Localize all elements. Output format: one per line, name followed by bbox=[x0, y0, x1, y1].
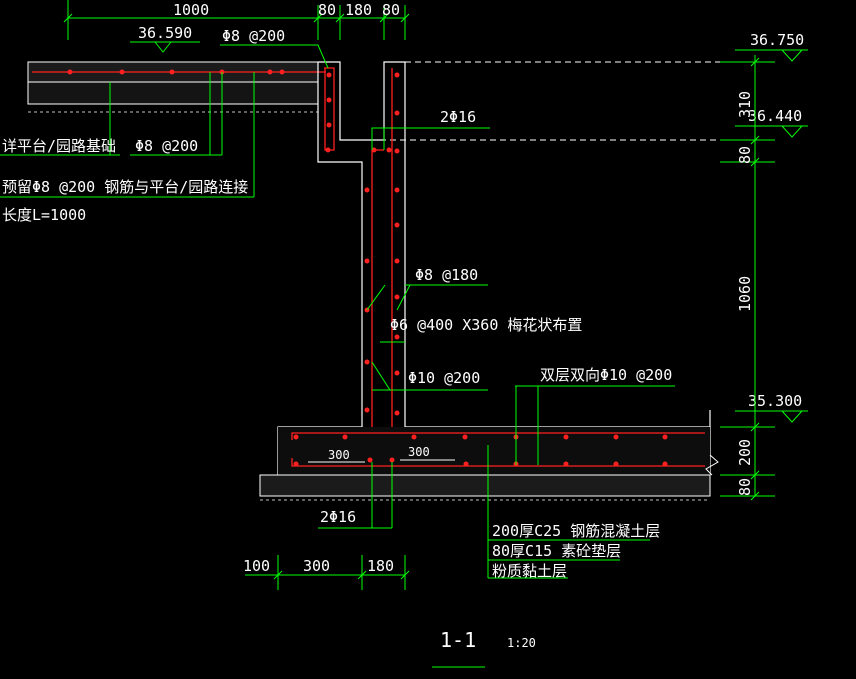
label-2phi16-top: 2Φ16 bbox=[440, 108, 476, 126]
elevation-36440: 36.440 bbox=[735, 107, 808, 138]
blinding-layer bbox=[259, 474, 711, 501]
label-layer-1: 200厚C25 钢筋混凝土层 bbox=[492, 522, 660, 540]
dim-top-180: 180 bbox=[345, 1, 372, 19]
dim-top-1000: 1000 bbox=[173, 1, 209, 19]
elevation-35300: 35.300 bbox=[735, 392, 808, 423]
dim-top-80b: 80 bbox=[382, 1, 400, 19]
label-tie-bars: Φ6 @400 X360 梅花状布置 bbox=[390, 316, 582, 334]
bottom-annotations: 2Φ16 200厚C25 钢筋混凝土层 80厚C15 素砼垫层 粉质黏土层 bbox=[318, 445, 660, 580]
wall-annotations: 2Φ16 Φ8 @180 Φ6 @400 X360 梅花状布置 Φ10 @200… bbox=[366, 108, 675, 465]
elevation-36750: 36.750 bbox=[735, 31, 808, 62]
label-detail-platform: 详平台/园路基础 bbox=[2, 137, 116, 155]
lap-length-right: 300 bbox=[408, 445, 430, 459]
label-phi10-200: Φ10 @200 bbox=[408, 369, 480, 387]
section-scale: 1:20 bbox=[507, 636, 536, 650]
elevation-label-35300: 35.300 bbox=[748, 392, 802, 410]
label-phi8-200: Φ8 @200 bbox=[135, 137, 198, 155]
base-slab: 300 300 bbox=[278, 427, 719, 476]
elevation-label-36590: 36.590 bbox=[138, 24, 192, 42]
dim-bottom-180: 180 bbox=[367, 557, 394, 575]
label-layer-2: 80厚C15 素砼垫层 bbox=[492, 542, 621, 560]
label-length: 长度L=1000 bbox=[2, 206, 86, 224]
right-dimension: 310 80 1060 200 80 bbox=[720, 55, 775, 501]
label-2phi16-bottom: 2Φ16 bbox=[320, 508, 356, 526]
section-number: 1-1 bbox=[440, 628, 476, 652]
left-annotations: Φ8 @200 详平台/园路基础 Φ8 @200 预留Φ8 @200 钢筋与平台… bbox=[0, 27, 329, 224]
elevation-label-36750: 36.750 bbox=[750, 31, 804, 49]
elevation-36590: 36.590 bbox=[130, 24, 200, 53]
dim-right-80a: 80 bbox=[736, 146, 754, 164]
dim-top-80a: 80 bbox=[318, 1, 336, 19]
dim-bottom-300: 300 bbox=[303, 557, 330, 575]
elevation-label-36440: 36.440 bbox=[748, 107, 802, 125]
dim-bottom-100: 100 bbox=[243, 557, 270, 575]
dim-right-80b: 80 bbox=[736, 478, 754, 496]
bottom-dimension: 100 300 180 bbox=[243, 555, 410, 590]
dim-right-200: 200 bbox=[736, 439, 754, 466]
label-top-phi8-200: Φ8 @200 bbox=[222, 27, 285, 45]
platform-slab bbox=[27, 61, 326, 113]
label-layer-3: 粉质黏土层 bbox=[492, 562, 567, 580]
lap-length-left: 300 bbox=[328, 448, 350, 462]
retaining-wall-outline bbox=[277, 61, 711, 476]
label-reserved-rebar: 预留Φ8 @200 钢筋与平台/园路连接 bbox=[2, 178, 248, 196]
section-title: 1-1 1:20 bbox=[432, 628, 536, 668]
label-phi8-180: Φ8 @180 bbox=[415, 266, 478, 284]
top-dimension: 1000 80 180 80 bbox=[63, 0, 410, 40]
dim-right-310: 310 bbox=[736, 91, 754, 118]
dim-right-1060: 1060 bbox=[736, 276, 754, 312]
label-double-layer: 双层双向Φ10 @200 bbox=[540, 366, 672, 384]
